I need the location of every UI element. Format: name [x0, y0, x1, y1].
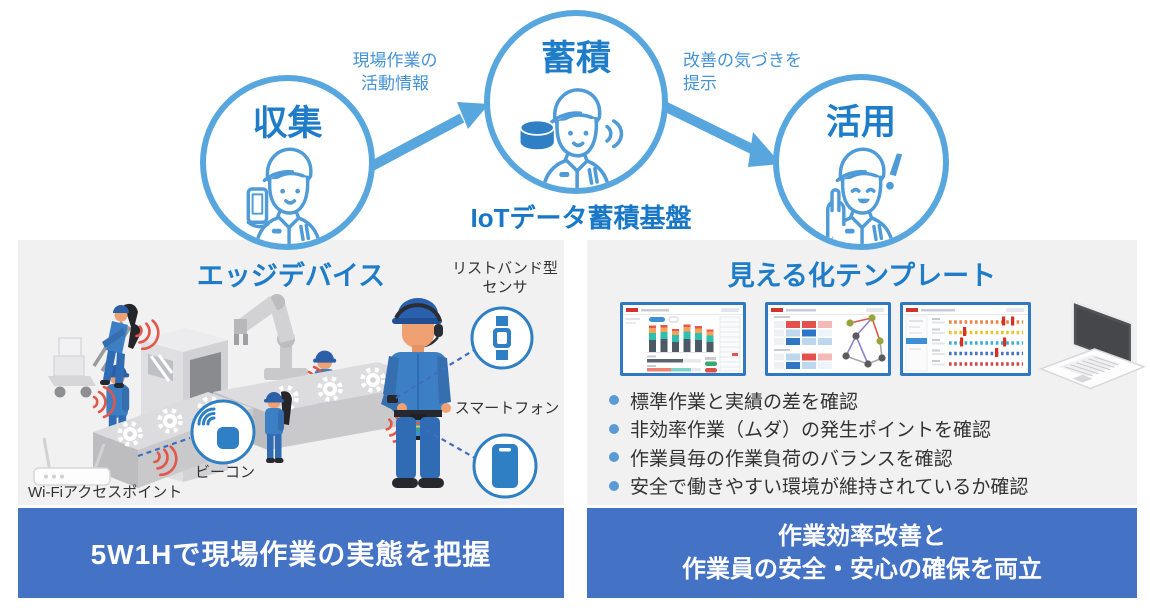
bullet-icon	[609, 452, 619, 463]
arrow2-note-line2: 提示	[683, 73, 717, 93]
list-item: 作業員毎の作業負荷のバランスを確認	[609, 443, 1028, 472]
beacon-label: ビーコン	[194, 464, 255, 481]
arrow-store-to-utilize	[657, 99, 781, 167]
worker-with-wearables	[381, 298, 451, 488]
wifi-ap-icon	[33, 437, 111, 486]
robot-arm-icon	[234, 294, 308, 380]
dashboard-thumbnail-heatmap	[765, 302, 891, 376]
flow-step-utilize-label: 活用	[825, 103, 896, 142]
bullet-text: 非効率作業（ムダ）の発生ポイントを確認	[630, 420, 992, 442]
wristband-label-line2: センサ	[482, 278, 528, 296]
template-banner-line1: 作業効率改善と	[778, 522, 946, 550]
bullet-icon	[609, 423, 619, 434]
exclamation-icon	[886, 153, 903, 190]
arrow2-note: 改善の気づきを 提示	[683, 50, 843, 96]
bullet-text: 安全で働きやすい環境が維持されているか確認	[630, 477, 1029, 499]
edge-banner: 5W1Hで現場作業の実態を把握	[18, 508, 564, 598]
worker-with-cart	[48, 303, 141, 398]
smartphone-in-hand-icon	[246, 187, 269, 229]
laptop-icon	[1038, 299, 1147, 390]
wristband-label-line1: リストバンド型	[452, 260, 558, 277]
iot-platform-label: IoTデータ蓄積基盤	[470, 203, 692, 233]
arrow1-note-line2: 活動情報	[361, 73, 429, 93]
template-banner: 作業効率改善と 作業員の安全・安心の確保を両立	[587, 508, 1137, 598]
bullet-icon	[609, 480, 619, 491]
edge-panel-title: エッジデバイス	[196, 261, 386, 291]
network-graph	[842, 314, 886, 368]
beacon-icon	[190, 399, 256, 465]
arrow1-note: 現場作業の 活動情報	[330, 50, 460, 96]
bullet-text: 作業員毎の作業負荷のバランスを確認	[630, 448, 953, 470]
wifi-ap-label: Wi-Fiアクセスポイント	[28, 484, 183, 501]
sound-waves-icon	[605, 119, 624, 149]
template-benefits-list: 標準作業と実績の差を確認 非効率作業（ムダ）の発生ポイントを確認 作業員毎の作業…	[609, 386, 1028, 500]
bullet-icon	[609, 395, 619, 406]
template-banner-line2: 作業員の安全・安心の確保を両立	[682, 556, 1042, 583]
flow-step-utilize: 活用	[773, 74, 949, 250]
worker-with-phone-illustration	[246, 147, 321, 244]
arrow2-note-line1: 改善の気づきを	[683, 51, 802, 70]
worker-with-database-illustration	[519, 88, 624, 188]
arrow-collect-to-store	[369, 102, 489, 171]
bullet-text: 標準作業と実績の差を確認	[630, 391, 859, 413]
flow-step-collect-label: 収集	[252, 104, 323, 143]
arrow1-note-line1: 現場作業の	[352, 51, 438, 70]
dashboard-thumbnail-bar-chart	[620, 302, 746, 376]
wristband-sensor-icon	[470, 306, 534, 370]
list-item: 標準作業と実績の差を確認	[609, 386, 1028, 415]
worker-pointing-illustration	[826, 147, 903, 244]
flow-step-collect: 収集	[200, 75, 375, 250]
wristband-sensor-label: リストバンド型 センサ	[425, 260, 585, 298]
flow-step-store: 蓄積	[484, 10, 668, 194]
list-item: 安全で働きやすい環境が維持されているか確認	[609, 472, 1028, 501]
flow-step-store-label: 蓄積	[540, 39, 611, 78]
factory-scene-illustration	[33, 294, 538, 499]
list-item: 非効率作業（ムダ）の発生ポイントを確認	[609, 415, 1028, 444]
wristband-on-arm-icon	[387, 395, 398, 403]
dashboard-thumbnail-timeline	[900, 302, 1031, 376]
pointing-hand-icon	[826, 188, 846, 244]
visualization-panel-title: 見える化テンプレート	[727, 261, 997, 291]
visualization-panel: 見える化テンプレート	[587, 240, 1147, 505]
edge-device-panel: エッジデバイス リストバンド型 センサ スマートフォン ビーコン Wi-Fiアク…	[18, 240, 564, 505]
database-icon	[519, 119, 555, 150]
smartphone-icon	[472, 433, 538, 499]
smartphone-label: スマートフォン	[454, 400, 560, 417]
edge-banner-text: 5W1Hで現場作業の実態を把握	[90, 539, 492, 570]
